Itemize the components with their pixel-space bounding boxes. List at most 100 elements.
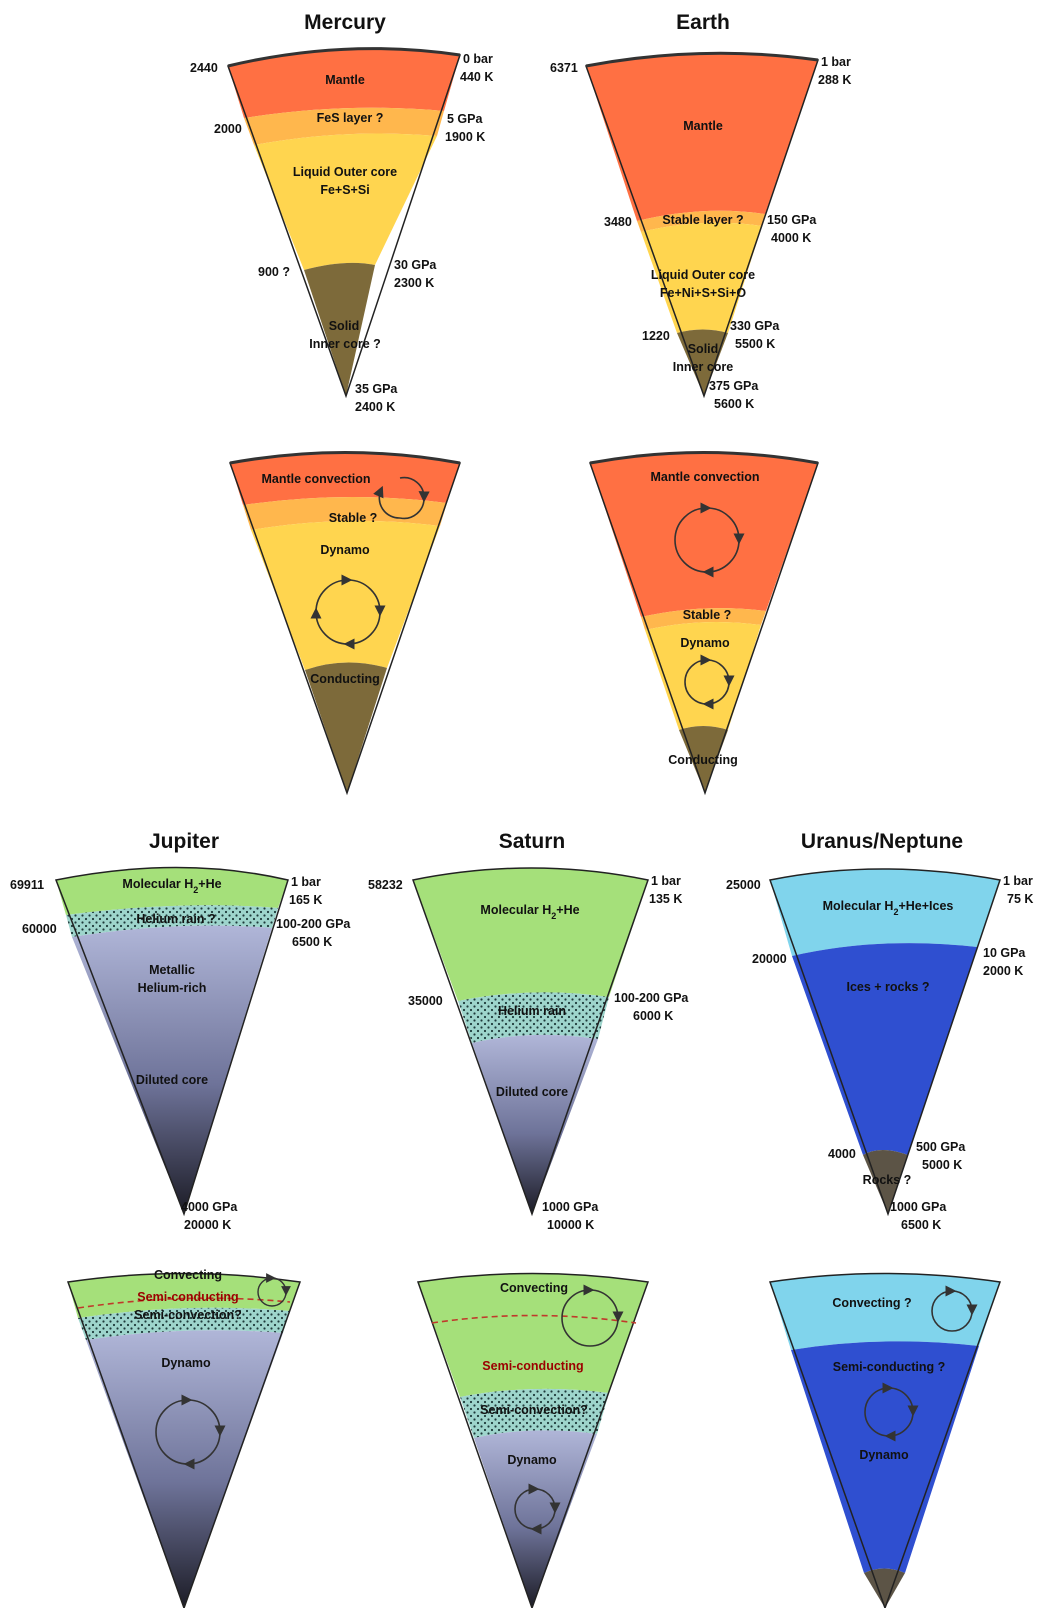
saturn-helium-rain-label: Helium rain [498, 1004, 566, 1018]
earth-radius-surface: 6371 [550, 61, 578, 75]
mercury-dyn-conducting-label: Conducting [310, 672, 379, 686]
saturn-radius-helium: 35000 [408, 994, 443, 1008]
earth-stable-layer [637, 210, 765, 232]
jupiter-helium-rain-label: Helium rain ? [136, 912, 215, 926]
saturn-cond-helium-p: 100-200 GPa [614, 991, 689, 1005]
earth-cond-surface-p: 1 bar [821, 55, 851, 69]
saturn-dynamo-convection-arrow-icon [514, 1483, 561, 1535]
saturn-molecular-layer [413, 868, 648, 1001]
saturn-dyn-dynamo [474, 1430, 597, 1608]
jupiter-dyn-semi-convection-label: Semi-convection? [134, 1308, 242, 1322]
jupiter-dyn-outline [66, 1272, 302, 1608]
uranus-cond-ices-p: 10 GPa [983, 946, 1026, 960]
mercury-mantle-convection-arrow-icon [373, 476, 430, 520]
mercury-cond-cmb-t: 1900 K [445, 130, 485, 144]
earth-inner-core-label: Solid [688, 342, 719, 356]
jupiter-radius-surface: 69911 [10, 878, 44, 892]
jupiter-dyn-convecting-label: Convecting [154, 1268, 222, 1282]
earth-cond-icb-p: 330 GPa [730, 319, 780, 333]
saturn-dyn-convecting [418, 1273, 648, 1397]
mercury-outer-core-composition: Fe+S+Si [320, 183, 369, 197]
jupiter-molecular-label: Molecular H2+He [122, 877, 221, 895]
earth-dynamo-convection-arrow-icon [684, 654, 735, 710]
mercury-dyn-stable [243, 496, 447, 530]
earth-structure-wedge [584, 51, 820, 399]
earth-cond-cmb-t: 4000 K [771, 231, 811, 245]
jupiter-wedge-outline [54, 866, 289, 1217]
mercury-cond-center-p: 35 GPa [355, 382, 398, 396]
uranus-dyn-semi-conducting-label: Semi-conducting ? [833, 1360, 946, 1374]
earth-mantle-convection-arrow-icon [674, 502, 745, 578]
uranus-dynamics-wedge [768, 1272, 1002, 1608]
mercury-inner-core-label: Solid [329, 319, 360, 333]
earth-cond-surface-t: 288 K [818, 73, 851, 87]
mercury-cond-icb-t: 2300 K [394, 276, 434, 290]
jupiter-helium-rain-layer [66, 905, 278, 937]
jupiter-cond-surface-t: 165 K [289, 893, 322, 907]
uranus-ices-rocks-layer [792, 943, 977, 1155]
mercury-mantle-layer [228, 48, 460, 119]
uranus-dyn-convecting [770, 1273, 1000, 1350]
earth-inner-core-label-2: Inner core [673, 360, 733, 374]
mercury-outer-core-label: Liquid Outer core [293, 165, 397, 179]
uranus-neptune-title: Uranus/Neptune [801, 830, 963, 853]
saturn-dyn-dynamo-label: Dynamo [507, 1453, 557, 1467]
jupiter-radius-helium: 60000 [22, 922, 57, 936]
mercury-structure-wedge [227, 47, 461, 399]
saturn-cond-center-p: 1000 GPa [542, 1200, 599, 1214]
saturn-dyn-semi-convection [460, 1388, 609, 1438]
uranus-neptune-structure-wedge [769, 868, 1001, 1217]
mercury-dynamo-convection-arrow-icon [310, 574, 386, 650]
mercury-outer-core [254, 133, 437, 270]
earth-dynamics-wedge [589, 451, 819, 796]
jupiter-dyn-semi-conducting-label: Semi-conducting [137, 1290, 238, 1304]
uranus-dyn-dynamo [791, 1341, 979, 1573]
earth-dyn-mantle-label: Mantle convection [650, 470, 759, 484]
saturn-semi-conducting-line [431, 1314, 637, 1324]
uranus-cond-ices-t: 2000 K [983, 964, 1023, 978]
mercury-fes-label: FeS layer ? [317, 111, 384, 125]
earth-mantle-label: Mantle [683, 119, 723, 133]
jupiter-dynamo-convection-arrow-icon [155, 1394, 226, 1470]
jupiter-cond-helium-p: 100-200 GPa [276, 917, 351, 931]
uranus-dyn-convecting-label: Convecting ? [832, 1296, 911, 1310]
mercury-radius-core: 2000 [214, 122, 242, 136]
jupiter-dynamics-wedge [66, 1272, 302, 1608]
mercury-cond-surface-t: 440 K [460, 70, 493, 84]
uranus-dyn-dynamo-label: Dynamo [859, 1448, 909, 1462]
jupiter-cond-helium-t: 6500 K [292, 935, 332, 949]
uranus-cond-center-p: 1000 GPa [890, 1200, 947, 1214]
jupiter-dyn-dynamo [86, 1330, 283, 1608]
saturn-molecular-label: Molecular H2+He [480, 903, 579, 921]
jupiter-structure-wedge [54, 866, 289, 1217]
mercury-dyn-mantle [230, 452, 460, 505]
uranus-molecular-layer [770, 869, 1000, 956]
earth-mantle-layer [586, 53, 818, 222]
uranus-radius-rocks: 4000 [828, 1147, 856, 1161]
saturn-dyn-semi-conducting-label: Semi-conducting [482, 1359, 583, 1373]
saturn-cond-surface-t: 135 K [649, 892, 682, 906]
saturn-cond-center-t: 10000 K [547, 1218, 594, 1232]
earth-dyn-surface-line [589, 451, 819, 465]
uranus-ices-rocks-label: Ices + rocks ? [846, 980, 929, 994]
mercury-dyn-conducting [305, 662, 387, 793]
earth-dyn-stable [641, 608, 766, 630]
earth-cond-cmb-p: 150 GPa [767, 213, 817, 227]
earth-dyn-conducting [679, 726, 728, 793]
earth-inner-core [677, 329, 728, 396]
earth-dyn-stable-label: Stable ? [683, 608, 732, 622]
jupiter-upper-convection-arrow-icon [257, 1273, 291, 1307]
jupiter-dyn-convecting [68, 1273, 300, 1318]
jupiter-metallic-label: Metallic [149, 963, 195, 977]
uranus-molecular-label: Molecular H2+He+Ices [823, 899, 954, 917]
jupiter-metallic-layer [72, 925, 272, 1214]
earth-cond-center-t: 5600 K [714, 397, 754, 411]
mercury-cond-cmb-p: 5 GPa [447, 112, 483, 126]
earth-title: Earth [676, 11, 730, 34]
saturn-dyn-outline [416, 1272, 650, 1608]
uranus-upper-convection-arrow-icon [931, 1285, 978, 1332]
jupiter-title: Jupiter [149, 830, 219, 853]
mercury-surface-line [227, 47, 461, 68]
earth-dyn-dynamo-label: Dynamo [680, 636, 730, 650]
